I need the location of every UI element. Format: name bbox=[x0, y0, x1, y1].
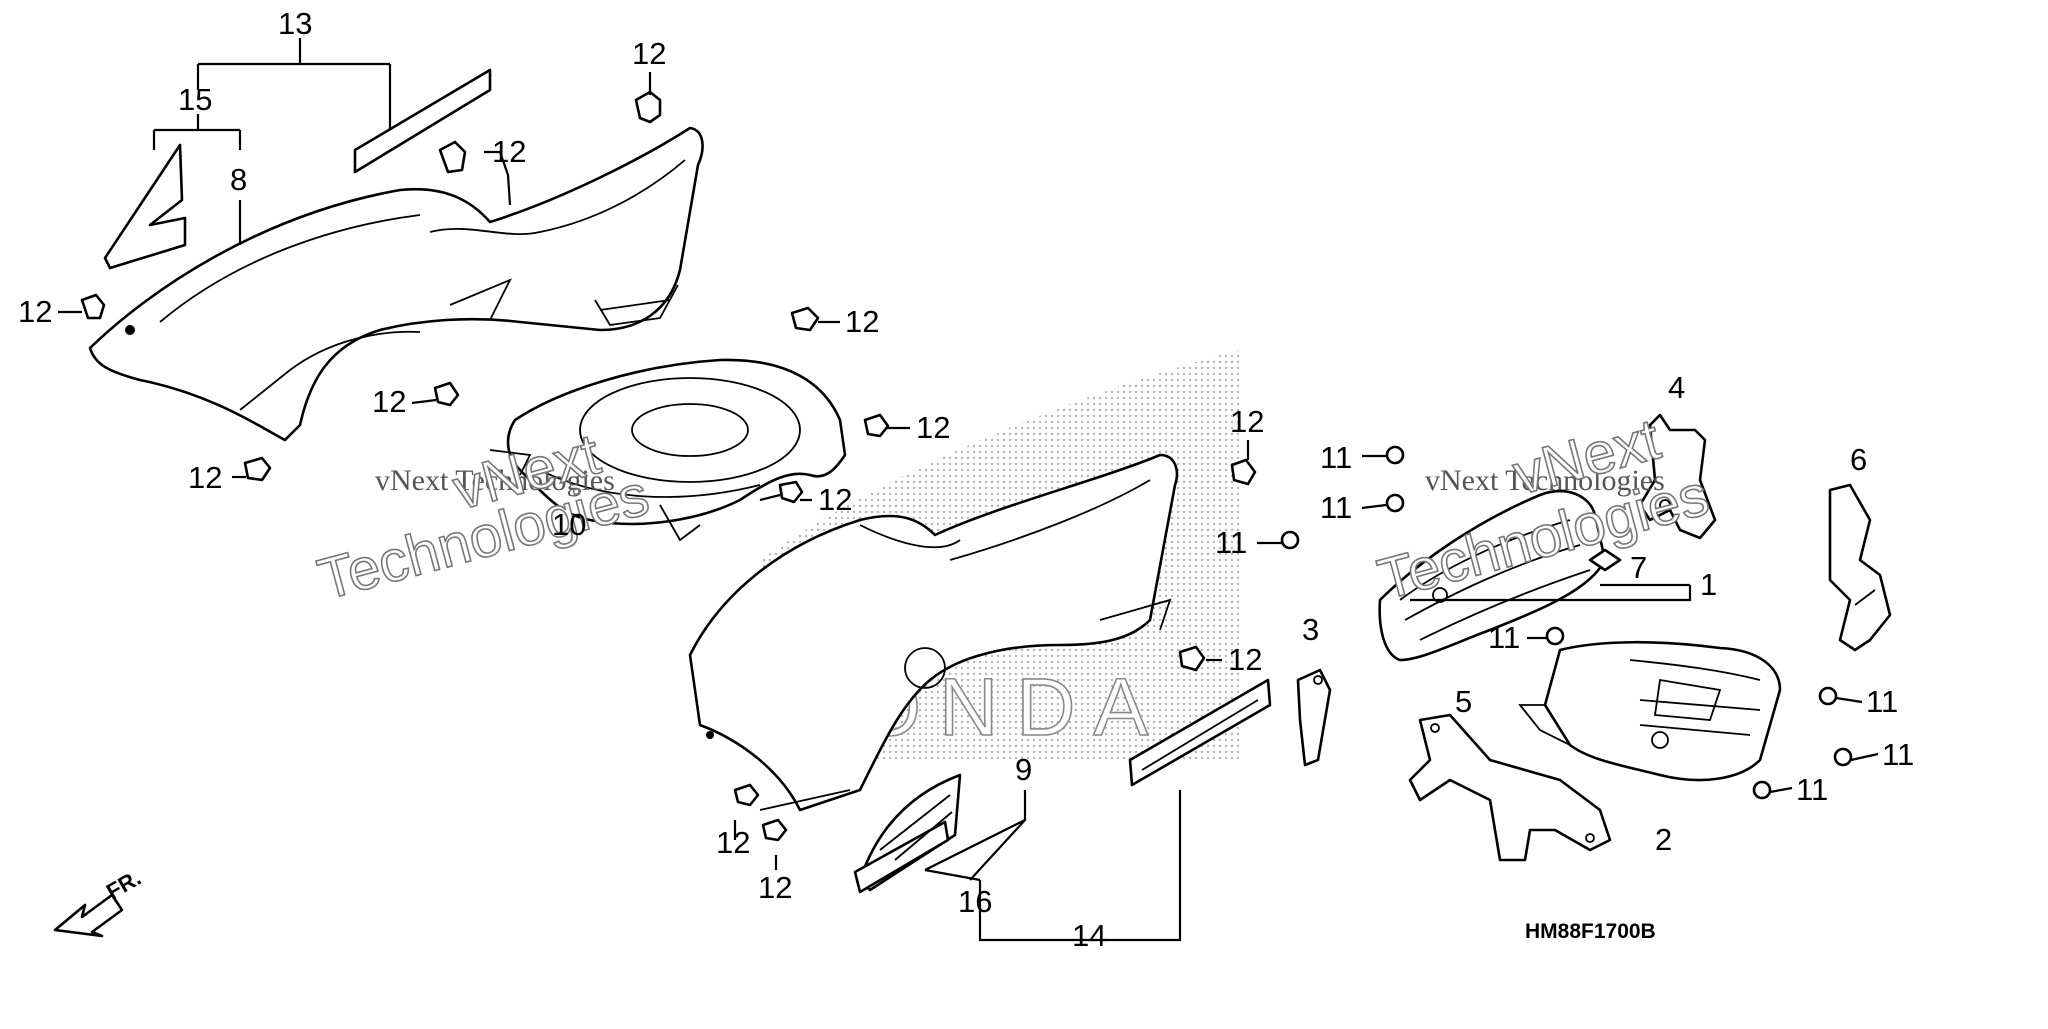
callout-3: 3 bbox=[1302, 612, 1319, 647]
callout-12-c: 12 bbox=[18, 294, 52, 329]
callout-7: 7 bbox=[1630, 550, 1647, 585]
callout-11-c: 11 bbox=[1215, 525, 1247, 560]
callout-12-f: 12 bbox=[845, 304, 879, 339]
callout-13: 13 bbox=[278, 6, 312, 41]
callout-2: 2 bbox=[1655, 822, 1672, 857]
callout-15: 15 bbox=[178, 82, 212, 117]
wing-decal-part-16 bbox=[853, 773, 962, 894]
callout-10: 10 bbox=[552, 507, 586, 542]
callout-11-b: 11 bbox=[1320, 490, 1352, 525]
callout-4: 4 bbox=[1668, 370, 1685, 405]
callout-12-l: 12 bbox=[758, 870, 792, 905]
callout-11-d: 11 bbox=[1488, 620, 1520, 655]
bracket-part-6 bbox=[1828, 483, 1892, 652]
callout-14: 14 bbox=[1072, 918, 1106, 953]
callout-12-b: 12 bbox=[492, 134, 526, 169]
watermark-text-left: vNext Technologies bbox=[375, 464, 615, 497]
callout-11-e: 11 bbox=[1866, 684, 1898, 719]
logo-decal-part-14 bbox=[1128, 678, 1272, 787]
tank-cover-part-10 bbox=[489, 358, 847, 542]
callout-8: 8 bbox=[230, 162, 247, 197]
muffler-protector-part-2 bbox=[1518, 640, 1782, 782]
stay-bracket-part-5 bbox=[1408, 713, 1612, 862]
callout-12-i: 12 bbox=[1230, 404, 1264, 439]
callout-12-a: 12 bbox=[632, 36, 666, 71]
callout-11-a: 11 bbox=[1320, 440, 1352, 475]
callout-1: 1 bbox=[1700, 567, 1717, 602]
callout-12-j: 12 bbox=[1228, 642, 1262, 677]
heat-guard-part-1 bbox=[1378, 489, 1607, 662]
leader-lines bbox=[58, 38, 1879, 942]
callout-11-f: 11 bbox=[1882, 737, 1914, 772]
pad-part-7 bbox=[1588, 548, 1622, 572]
callouts: 13 15 8 12 12 12 12 12 12 12 12 10 12 12… bbox=[18, 6, 1914, 953]
callout-12-e: 12 bbox=[372, 384, 406, 419]
callout-12-h: 12 bbox=[818, 482, 852, 517]
diagram-code: HM88F1700B bbox=[1525, 920, 1656, 943]
callout-12-g: 12 bbox=[916, 410, 950, 445]
callout-12-d: 12 bbox=[188, 460, 222, 495]
fasteners bbox=[80, 90, 1853, 842]
side-cover-right-part-9 bbox=[688, 453, 1179, 812]
side-cover-left-part-8 bbox=[88, 126, 704, 442]
bracket-part-3 bbox=[1296, 668, 1332, 767]
front-direction-arrow: FR. bbox=[53, 865, 145, 938]
callout-5: 5 bbox=[1455, 684, 1472, 719]
callout-12-k: 12 bbox=[716, 825, 750, 860]
decal-part-15 bbox=[103, 143, 187, 270]
watermark-text-right: vNext Technologies bbox=[1425, 464, 1665, 497]
clamp-part-4 bbox=[1638, 413, 1717, 540]
callout-9: 9 bbox=[1015, 752, 1032, 787]
stripe-decal-part-13 bbox=[353, 68, 492, 174]
callout-16: 16 bbox=[958, 884, 992, 919]
callout-11-g: 11 bbox=[1796, 772, 1828, 807]
callout-6: 6 bbox=[1850, 442, 1867, 477]
